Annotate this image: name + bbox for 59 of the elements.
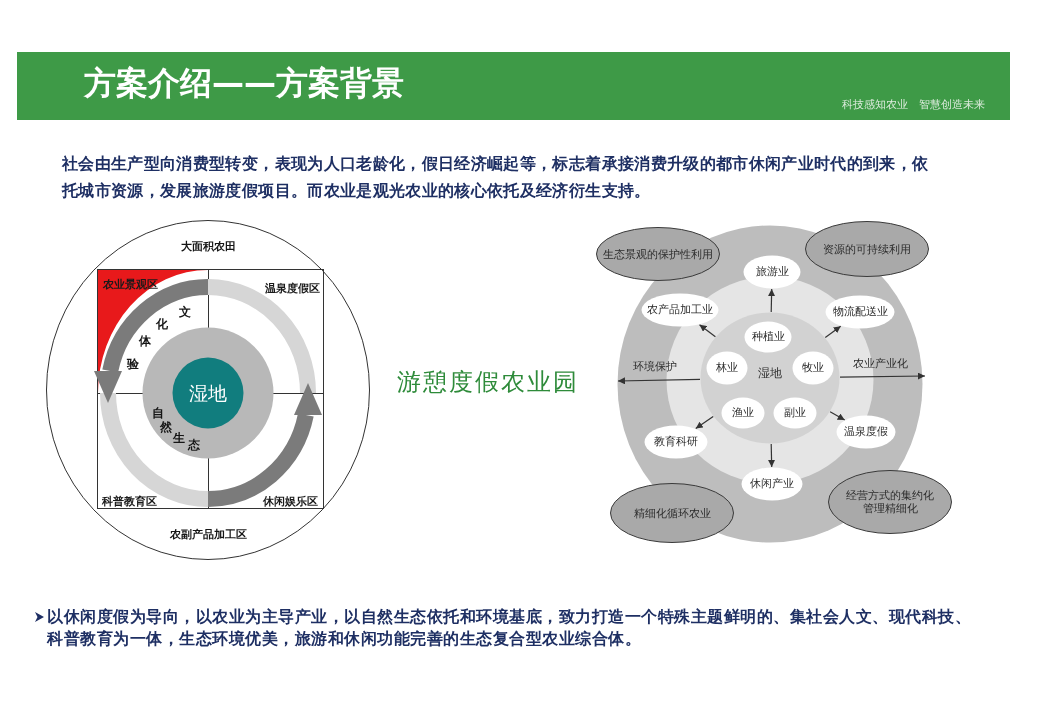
oval-label: 资源的可持续利用 xyxy=(823,242,911,256)
sector-oval xyxy=(744,321,792,353)
theme-oval xyxy=(805,221,929,277)
tagline: 智慧创造未来 xyxy=(919,98,985,112)
circle-label: 湿地 xyxy=(189,381,227,405)
arrow xyxy=(824,325,842,339)
arrow xyxy=(768,288,776,313)
oval-label: 经营方式的集约化管理精细化 xyxy=(845,489,935,515)
circle-label: 湿地 xyxy=(758,365,782,381)
sector-oval xyxy=(721,397,765,429)
sector-oval xyxy=(792,351,834,385)
sector-oval xyxy=(773,397,817,429)
slide-title: 方案介绍——方案背景 xyxy=(84,63,404,103)
industry-oval xyxy=(641,293,719,327)
industry-oval xyxy=(836,415,896,449)
zone-label: 大面积农田 xyxy=(180,240,236,254)
theme-oval xyxy=(596,227,720,281)
zone-label: 农副产品加工区 xyxy=(169,528,247,542)
industry-oval xyxy=(825,295,895,329)
oval-label: 林业 xyxy=(716,361,738,375)
zone-label: 农业景观区 xyxy=(102,278,158,292)
core-circle xyxy=(172,357,244,429)
oval-label: 生态景观的保护性利用 xyxy=(603,247,713,261)
zone-square xyxy=(97,269,324,509)
edge-label: 农业产业化 xyxy=(852,357,908,371)
oval-label: 牧业 xyxy=(802,361,824,375)
diagram-heading: 游憩度假农业园 xyxy=(397,367,579,397)
curved-label: 文化体验 xyxy=(126,305,191,372)
theme-oval xyxy=(828,470,952,534)
arrow xyxy=(617,377,701,385)
oval-label: 温泉度假 xyxy=(844,425,888,439)
industry-oval xyxy=(644,425,708,459)
oval-label: 精细化循环农业 xyxy=(633,506,711,520)
oval-label: 农产品加工业 xyxy=(647,303,713,317)
industry-oval xyxy=(741,467,803,501)
arrow xyxy=(695,416,714,430)
edge-label: 环境保护 xyxy=(633,360,677,374)
oval-label: 种植业 xyxy=(751,330,785,344)
oval-label: 休闲产业 xyxy=(750,477,794,491)
oval-label: 教育科研 xyxy=(654,435,698,449)
paragraph: 以休闲度假为导向，以农业为主导产业，以自然生态依托和环境基底，致力打造一个特殊主题鲜明的、集社会人文、现代科技、科普教育为一体，生态环境优美，旅游和休闲功能完善的生态复合型农业综合体。 xyxy=(47,606,972,650)
theme-oval xyxy=(610,483,734,543)
tagline: 科技感知农业 xyxy=(842,98,908,112)
industry-oval xyxy=(743,255,801,289)
arrow xyxy=(768,443,776,468)
arrow xyxy=(698,324,716,338)
oval-label: 物流配送业 xyxy=(832,305,888,319)
oval-label: 渔业 xyxy=(732,406,754,420)
zone-label: 温泉度假区 xyxy=(264,282,320,296)
oval-label: 副业 xyxy=(784,406,806,420)
curved-label: 自然生态 xyxy=(151,406,200,453)
outer-circle xyxy=(46,220,370,560)
sector-oval xyxy=(706,351,748,385)
oval-label: 旅游业 xyxy=(755,265,789,279)
paragraph: 社会由生产型向消费型转变，表现为人口老龄化，假日经济崛起等，标志着承接消费升级的都市休闲产业时代的到来，依托城市资源，发展旅游度假项目。而农业是观光农业的核心依托及经济衍生支持。 xyxy=(62,153,930,202)
arrow xyxy=(839,372,926,380)
zone-label: 科普教育区 xyxy=(101,495,157,509)
zone-label: 休闲娱乐区 xyxy=(262,495,318,509)
arrow xyxy=(829,411,846,421)
